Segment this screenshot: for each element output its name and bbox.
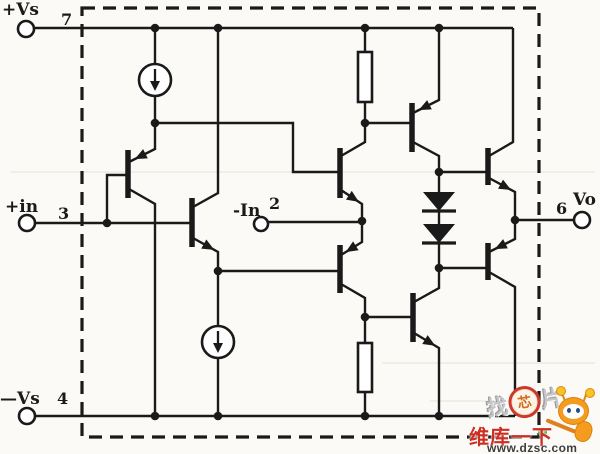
cs1-current-source-arrow-head xyxy=(150,81,160,91)
d1-diode-triangle xyxy=(423,192,455,211)
junction-dot xyxy=(360,411,370,421)
pin2-inminus-number: 2 xyxy=(269,194,280,213)
pin7-vplus-terminal xyxy=(16,19,36,39)
q1-pnp-base-lead xyxy=(105,173,128,223)
pin7-vplus-label: +Vs xyxy=(2,0,39,20)
q7-npn-emitter-lead xyxy=(488,176,517,220)
junction-dot xyxy=(150,411,160,421)
q4-pnp-collector-lead xyxy=(412,140,441,172)
q1-pnp-emitter-arrow xyxy=(134,149,148,160)
junction-dot xyxy=(213,266,223,276)
pin7-vplus-number: 7 xyxy=(61,10,72,29)
junction-dot xyxy=(360,312,370,322)
junction-dot xyxy=(213,411,223,421)
q2-npn-emitter-lead xyxy=(192,236,220,271)
q7-npn-collector-lead xyxy=(488,28,515,158)
pin6-vout-terminal xyxy=(572,210,592,230)
junction-dot xyxy=(213,23,223,33)
junction-dot xyxy=(360,23,370,33)
pin4-vminus-label: —Vs xyxy=(0,389,40,409)
junction-dot xyxy=(434,263,444,273)
junction-dot xyxy=(150,118,160,128)
r2-resistor xyxy=(356,341,374,394)
pin6-vout-number: 6 xyxy=(556,199,567,218)
junction-dot xyxy=(434,23,444,33)
q3-npn-base-lead xyxy=(155,121,340,174)
junction-dot xyxy=(357,216,367,226)
pin3-inplus-number: 3 xyxy=(58,204,69,223)
q8-pnp-emitter-arrow xyxy=(494,239,508,250)
q1-pnp-collector-lead xyxy=(128,187,157,416)
q6-npn-emitter-arrow xyxy=(422,335,436,346)
pin6-vout-label: Vo xyxy=(572,190,596,210)
q5-pnp-collector-lead xyxy=(340,282,367,317)
q2-npn-emitter-arrow xyxy=(201,239,215,250)
q6-npn-collector-lead xyxy=(413,268,441,304)
q3-npn-collector-lead xyxy=(340,123,367,158)
q3-npn-emitter-arrow xyxy=(345,190,359,202)
junction-dot xyxy=(102,218,112,228)
pin4-vminus-number: 4 xyxy=(57,389,68,408)
pin3-inplus-label: +in xyxy=(5,197,38,217)
pin4-vminus-terminal xyxy=(17,406,37,426)
q6-npn-emitter-lead xyxy=(413,331,441,416)
q7-npn-emitter-arrow xyxy=(498,179,512,190)
d2-diode-triangle xyxy=(423,224,455,243)
cs2-current-source-arrow-head xyxy=(213,343,223,353)
pin3-inplus-terminal xyxy=(17,213,37,233)
q5-pnp-emitter-arrow xyxy=(345,241,359,253)
junction-dot xyxy=(510,215,520,225)
q8-pnp-collector-lead xyxy=(488,270,517,416)
pin2-inminus-label: -In xyxy=(233,201,260,221)
pin2-inminus-terminal xyxy=(252,215,270,233)
q4-pnp-emitter-arrow xyxy=(418,100,432,111)
junction-dot xyxy=(360,118,370,128)
junction-dot xyxy=(150,23,160,33)
q3-npn-emitter-lead xyxy=(340,189,364,221)
r1-resistor xyxy=(356,50,374,104)
junction-dot xyxy=(434,167,444,177)
q2-npn-collector-lead xyxy=(192,28,220,209)
junction-dot xyxy=(434,411,444,421)
